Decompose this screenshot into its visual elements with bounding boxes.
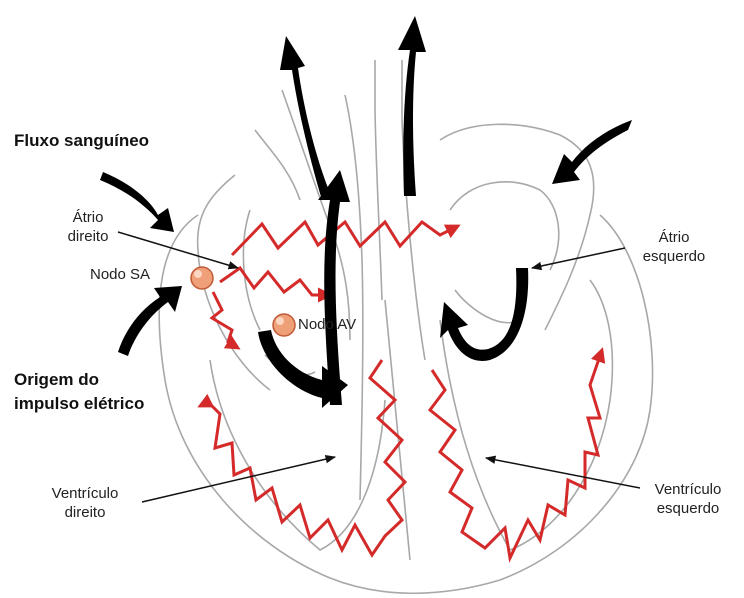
sa-node-highlight: [194, 270, 202, 278]
pointer-right-atrium: [118, 232, 238, 268]
label-left-atrium-line2: esquerdo: [628, 247, 720, 266]
electrical-impulse-paths: [200, 222, 602, 558]
vein-top: [255, 130, 300, 200]
av-node-marker: [273, 314, 295, 336]
label-origin-impulse: Origem do impulso elétrico: [14, 368, 144, 416]
sa-node-marker: [191, 267, 213, 289]
blood-flow-arrows: [100, 16, 632, 408]
label-right-atrium-line2: direito: [60, 227, 116, 246]
label-right-atrium: Átrio direito: [60, 208, 116, 246]
impulse-atria: [232, 222, 458, 255]
flow-arrow-in-lower-right-atrium: [118, 286, 182, 356]
label-left-ventricle-line1: Ventrículo: [640, 480, 736, 499]
label-left-atrium-line1: Átrio: [628, 228, 720, 247]
label-right-ventricle-line2: direito: [30, 503, 140, 522]
septum: [385, 300, 410, 560]
label-right-atrium-line1: Átrio: [60, 208, 116, 227]
av-node-highlight: [276, 317, 284, 325]
aorta-left: [282, 90, 350, 340]
label-right-ventricle-line1: Ventrículo: [30, 484, 140, 503]
impulse-down: [212, 292, 238, 348]
pointer-left-atrium: [532, 248, 625, 268]
impulse-left-ventricle: [430, 350, 602, 558]
valve-left: [455, 290, 520, 323]
right-ventricle-inner: [210, 360, 385, 550]
pointer-left-ventricle: [486, 458, 640, 488]
label-left-atrium: Átrio esquerdo: [628, 228, 720, 266]
label-left-ventricle: Ventrículo esquerdo: [640, 480, 736, 518]
left-ventricle-inner: [440, 280, 612, 550]
label-sa-node: Nodo SA: [90, 265, 150, 284]
label-origin-line2: impulso elétrico: [14, 392, 144, 416]
pointer-right-ventricle: [142, 457, 335, 502]
pulmonary-left: [375, 60, 382, 300]
label-left-ventricle-line2: esquerdo: [640, 499, 736, 518]
flow-arrow-left-atrium-to-ventricle: [440, 268, 528, 361]
label-origin-line1: Origem do: [14, 368, 144, 392]
conduction-nodes: [191, 267, 295, 336]
label-right-ventricle: Ventrículo direito: [30, 484, 140, 522]
label-blood-flow: Fluxo sanguíneo: [14, 129, 149, 153]
impulse-to-av: [220, 268, 330, 295]
left-atrium-inner: [450, 182, 559, 270]
label-av-node: Nodo AV: [298, 315, 356, 334]
